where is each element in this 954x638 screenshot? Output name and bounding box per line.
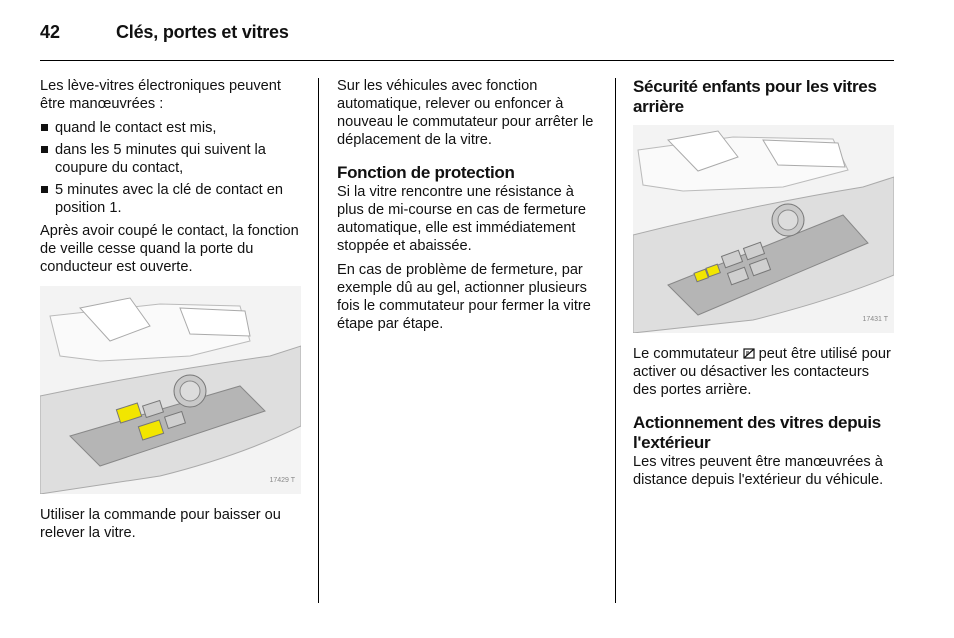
child-lock-icon	[742, 348, 755, 359]
chapter-title: Clés, portes et vitres	[116, 22, 289, 42]
list-item-text: quand le contact est mis,	[55, 120, 217, 136]
conditions-list: quand le contact est mis, dans les 5 min…	[40, 119, 304, 217]
list-item-text: dans les 5 minutes qui suivent la coupur…	[55, 142, 266, 176]
standby-paragraph: Après avoir coupé le contact, la fonctio…	[40, 223, 299, 275]
child-lock-text-pre: Le commutateur	[633, 346, 739, 362]
page-number: 42	[40, 22, 61, 42]
child-lock-text-post: peut être utilisé pour activer ou désact…	[633, 346, 891, 398]
section-heading-remote: Actionnement des vitres depuis l'extérie…	[633, 413, 881, 452]
bullet-icon	[41, 146, 48, 153]
child-lock-illustration: 17431 T	[632, 125, 895, 334]
figure-reference: 17429 T	[269, 477, 295, 484]
bullet-icon	[41, 186, 48, 193]
child-lock-paragraph: Le commutateur peut être utilisé pour ac…	[633, 345, 895, 399]
section-heading-child-safety: Sécurité enfants pour les vitres arrière	[633, 77, 877, 116]
auto-function-paragraph: Sur les véhicules avec fonction automati…	[337, 78, 594, 148]
section-heading-protection: Fonction de protection	[337, 163, 515, 182]
column-3: Sécurité enfants pour les vitres arrière…	[632, 77, 895, 495]
driver-door-switch-drawing	[39, 286, 302, 495]
child-lock-button	[693, 268, 709, 283]
remote-paragraph: Les vitres peuvent être manœuvrées à dis…	[633, 454, 884, 488]
list-item: dans les 5 minutes qui suivent la coupur…	[40, 141, 304, 177]
column-2: Sur les véhicules avec fonction automati…	[337, 77, 601, 339]
page-header: 42 Clés, portes et vitres	[40, 20, 894, 60]
list-item-text: 5 minutes avec la clé de contact en posi…	[55, 182, 283, 216]
protection-paragraph: Si la vitre rencontre une résistance à p…	[337, 184, 587, 254]
front-left-switch	[115, 402, 143, 424]
bullet-icon	[41, 124, 48, 131]
column-divider-1	[318, 78, 319, 603]
intro-paragraph: Les lève-vitres électroniques peuvent êt…	[40, 78, 281, 112]
column-1: Les lève-vitres électroniques peuvent êt…	[39, 77, 304, 548]
window-switch-illustration: 17429 T	[39, 286, 302, 495]
frost-paragraph: En cas de problème de fermeture, par exe…	[337, 262, 591, 332]
figure-caption: Utiliser la commande pour baisser ou rel…	[40, 507, 281, 541]
list-item: quand le contact est mis,	[40, 119, 304, 137]
header-rule	[40, 60, 894, 61]
list-item: 5 minutes avec la clé de contact en posi…	[40, 181, 304, 217]
front-right-switch	[137, 419, 165, 441]
child-lock-switch-drawing	[632, 125, 895, 334]
column-divider-2	[615, 78, 616, 603]
figure-reference: 17431 T	[862, 316, 888, 323]
